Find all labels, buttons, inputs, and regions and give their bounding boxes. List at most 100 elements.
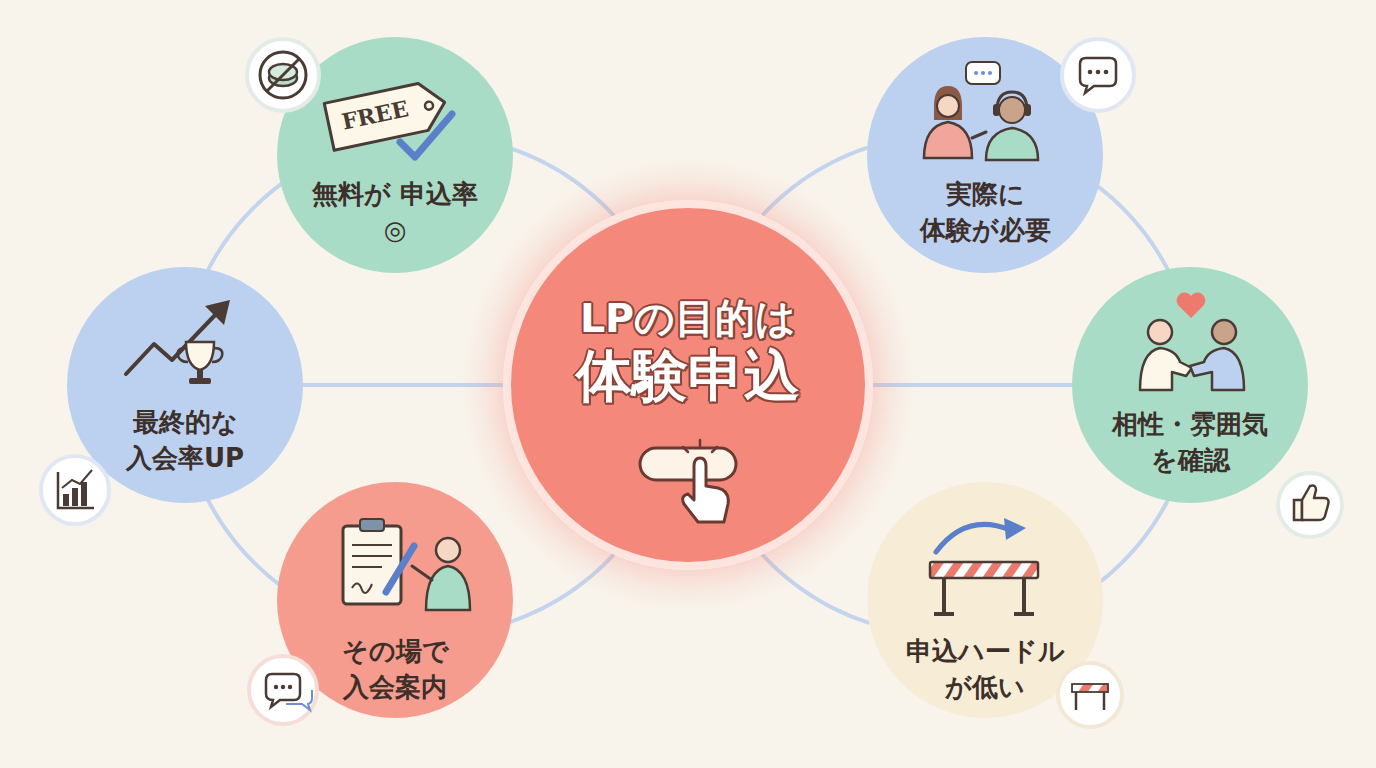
signup-icon-part [426,566,470,610]
connector-line [513,149,614,215]
consultation-icon-part [999,97,1025,123]
signup-icon-part [386,546,414,592]
signup-icon-part [412,566,432,580]
free-tag-icon [324,79,452,157]
growth-icon-part [126,312,218,374]
thumbs-up-badge-part [1278,473,1342,537]
chat-badge-part [1088,70,1093,75]
free-tag-icon-part [324,79,449,150]
text-wrap: 無料が 申込率◎ [277,177,513,249]
connector-line [762,554,868,622]
hurdle-badge-part [1058,663,1122,727]
connector-line [874,383,1071,387]
chart-badge-part [63,494,69,506]
signup-icon-part [436,538,460,562]
handshake-icon-part [1140,348,1192,390]
chat-badge-part [1080,58,1116,93]
hurdle-icon-part [942,572,946,614]
consultation-icon-part [934,86,962,120]
growth-icon-part [197,370,203,378]
cta-button-icon-part [712,447,717,452]
growth-icon-part [212,348,222,362]
thumbs-up-badge [1278,473,1342,537]
chat-badge-part [266,674,300,707]
signup-icon-part [352,555,392,557]
text-wrap: 最終的な 入会率UP [67,405,303,477]
chat-badge-part [249,656,317,724]
center-circle: LPの目的は体験申込 [503,200,873,570]
chart-badge-part [72,488,78,506]
chat-badge-part [286,690,312,710]
text-wrap: LPの目的は体験申込 [503,295,873,409]
consultation-icon-part [972,132,986,138]
hurdle-badge-part [1103,692,1106,710]
consultation-icon [924,62,1038,160]
circle-fill [1072,267,1308,503]
hurdle-icon-part [930,562,1038,578]
no-cost-badge-part [247,39,319,111]
growth-icon-part [178,348,188,362]
handshake-icon-part [1212,320,1236,344]
chat-badge [1062,39,1134,111]
node-text: 最終的な 入会率UP [100,405,270,477]
hurdle-badge-part [1072,684,1108,692]
handshake-icon-part [1190,348,1244,390]
handshake-icon-part [1177,293,1206,318]
no-cost-badge-part [269,70,297,86]
point-circle: その場で 入会案内 [277,482,513,718]
cta-button-icon-part [683,458,729,522]
chart-badge-part [41,456,109,524]
node-text: 無料が 申込率◎ [310,177,480,249]
hurdle-badge [1058,663,1122,727]
connector-line [764,148,867,214]
hurdle-icon-part [1014,612,1034,616]
hurdle-icon [930,518,1038,614]
growth-icon-part [205,300,230,325]
chat-badge-part [1062,39,1134,111]
circle-fill [277,37,513,273]
circle-fill [277,482,513,718]
text-wrap: 実際に 体験が必要 [867,177,1103,249]
connector-line [208,501,277,584]
handshake-icon [1140,293,1244,390]
chart-badge-part [81,482,87,506]
chat-badge-part [274,685,278,689]
growth-icon [126,300,230,384]
no-cost-badge-part [260,52,306,98]
chart-badge-part [62,470,92,488]
point-circle: 無料が 申込率◎FREE [277,37,513,273]
cta-button-icon-part [699,440,702,446]
hurdle-icon-part [1004,518,1026,540]
chart-badge [41,456,109,524]
node-text: 相性・雰囲気 を確認 [1105,407,1275,479]
signup-icon-part [352,544,392,546]
chat-badge-part [281,685,285,689]
circle-fill [867,482,1103,718]
connector-line [209,184,282,269]
consultation-icon-part [988,71,992,75]
cta-button-icon [640,440,736,522]
no-cost-badge-part [267,59,299,91]
node-text: 申込ハードル が低い [900,634,1070,706]
point-circle: 申込ハードル が低い [867,482,1103,718]
circle-fill [867,37,1103,273]
chat-badge-part [288,685,292,689]
text-wrap: その場で 入会案内 [277,634,513,706]
connector-line [1101,502,1167,582]
cta-button-icon-part [640,448,736,480]
growth-icon-part [186,342,214,370]
chat-badge-part [1104,70,1109,75]
consultation-icon-part [993,104,1000,116]
free-tag-icon-part [400,114,452,157]
connector-line [511,556,613,622]
consultation-icon-part [974,71,978,75]
text-wrap: 申込ハードル が低い [867,634,1103,706]
consultation-icon-part [1024,104,1031,116]
signup-icon-part [352,566,382,568]
cta-button-icon-part [683,447,688,452]
free-tag-icon-part-part [324,79,449,150]
point-circle: 最終的な 入会率UP [67,267,303,503]
hurdle-badge-part [1075,692,1078,710]
no-cost-badge [247,39,319,111]
